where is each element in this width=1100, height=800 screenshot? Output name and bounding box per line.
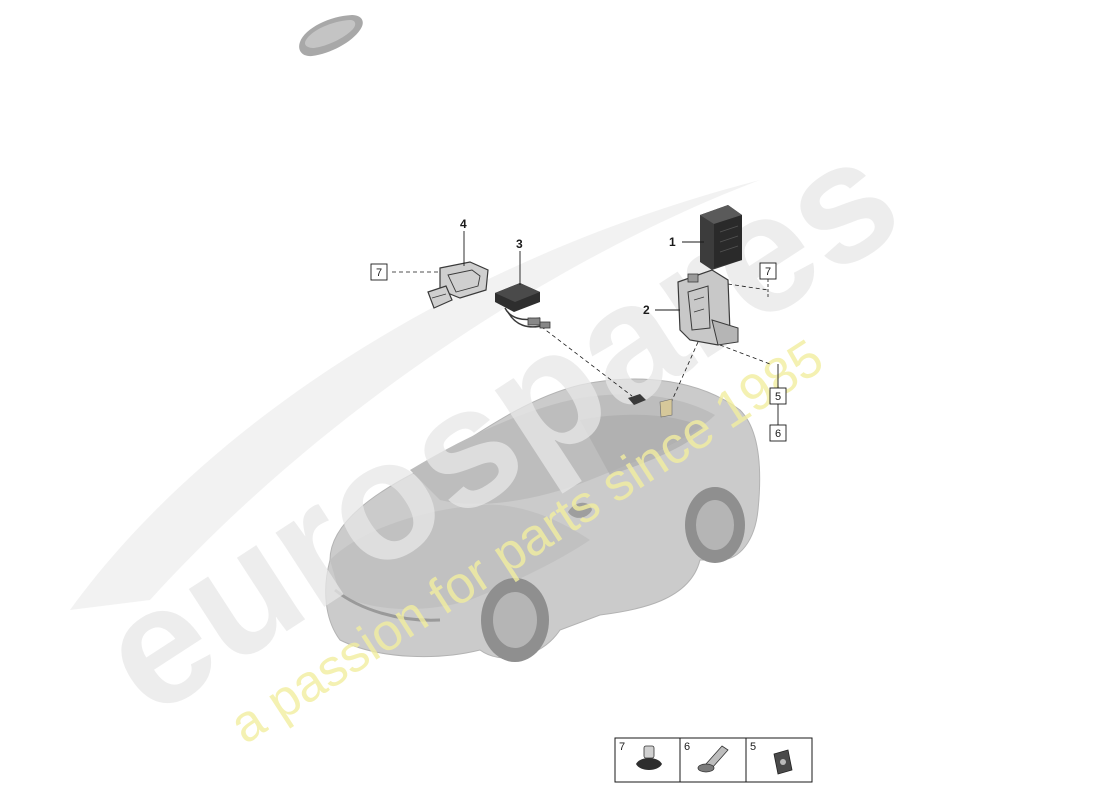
legend-number-6: 6 — [684, 741, 690, 753]
svg-text:7: 7 — [376, 267, 382, 279]
callout-1: 1 — [669, 235, 676, 249]
bracket-part[interactable] — [677, 269, 739, 346]
legend-cell-6[interactable]: 6 — [684, 741, 729, 773]
module-with-cables-part[interactable] — [495, 283, 551, 329]
legend-number-7: 7 — [619, 741, 625, 753]
legend-cell-7[interactable]: 7 — [619, 741, 662, 770]
callout-3: 3 — [516, 237, 523, 251]
ref-box-6: 6 — [769, 424, 787, 442]
svg-text:7: 7 — [765, 266, 771, 278]
legend-number-5: 5 — [750, 741, 756, 753]
callout-2: 2 — [643, 303, 650, 317]
clip-nut-icon — [773, 749, 793, 775]
svg-text:5: 5 — [775, 391, 781, 403]
vehicle-illustration — [325, 378, 761, 662]
ref-box-7-left: 7 — [370, 263, 388, 281]
holder-part[interactable] — [427, 261, 489, 309]
expanding-rivet-icon — [636, 745, 662, 770]
location-leaders — [392, 271, 771, 406]
fastener-legend: 7 6 5 — [614, 737, 813, 783]
legend-cell-5[interactable]: 5 — [750, 741, 793, 775]
svg-text:6: 6 — [775, 428, 781, 440]
callout-leaders — [463, 231, 779, 425]
watermark-swoosh — [70, 180, 760, 610]
ref-box-5: 5 — [769, 387, 787, 405]
screw-icon — [697, 745, 729, 773]
car-thumbnail-icon[interactable] — [299, 15, 363, 57]
callout-4: 4 — [460, 217, 467, 231]
ref-box-7-right: 7 — [759, 262, 777, 298]
installed-module-on-vehicle — [628, 394, 673, 418]
control-unit-part[interactable] — [700, 205, 742, 270]
